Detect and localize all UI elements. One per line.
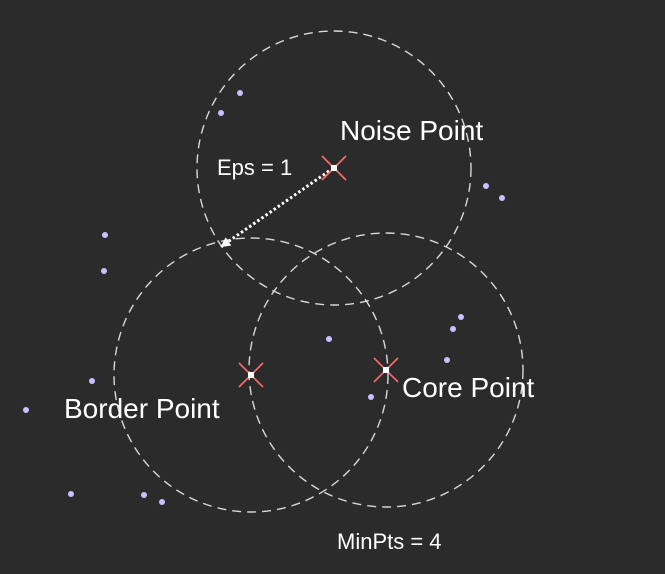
core-point-label: Core Point	[402, 372, 535, 403]
noise-point-label: Noise Point	[340, 115, 483, 146]
eps-label: Eps = 1	[217, 155, 292, 180]
data-point	[23, 407, 29, 413]
minpts-label: MinPts = 4	[337, 529, 442, 554]
core-point-marker	[373, 357, 399, 383]
noise-eps-circle	[196, 30, 472, 306]
data-points	[23, 90, 505, 505]
data-point	[101, 268, 107, 274]
core-eps-circle	[248, 232, 524, 508]
border-point-label: Border Point	[64, 393, 220, 424]
data-point	[102, 232, 108, 238]
data-point	[89, 378, 95, 384]
border-eps-circle	[113, 237, 389, 513]
eps-radius-arrow	[220, 169, 330, 248]
data-point	[458, 314, 464, 320]
data-point	[159, 499, 165, 505]
data-point	[444, 357, 450, 363]
data-point	[368, 394, 374, 400]
noise-point-marker	[321, 155, 347, 181]
data-point	[499, 195, 505, 201]
border-point-marker	[238, 362, 264, 388]
data-point	[483, 183, 489, 189]
data-point	[450, 326, 456, 332]
data-point	[237, 90, 243, 96]
data-point	[326, 336, 332, 342]
data-point	[141, 492, 147, 498]
data-point	[68, 491, 74, 497]
data-point	[218, 110, 224, 116]
